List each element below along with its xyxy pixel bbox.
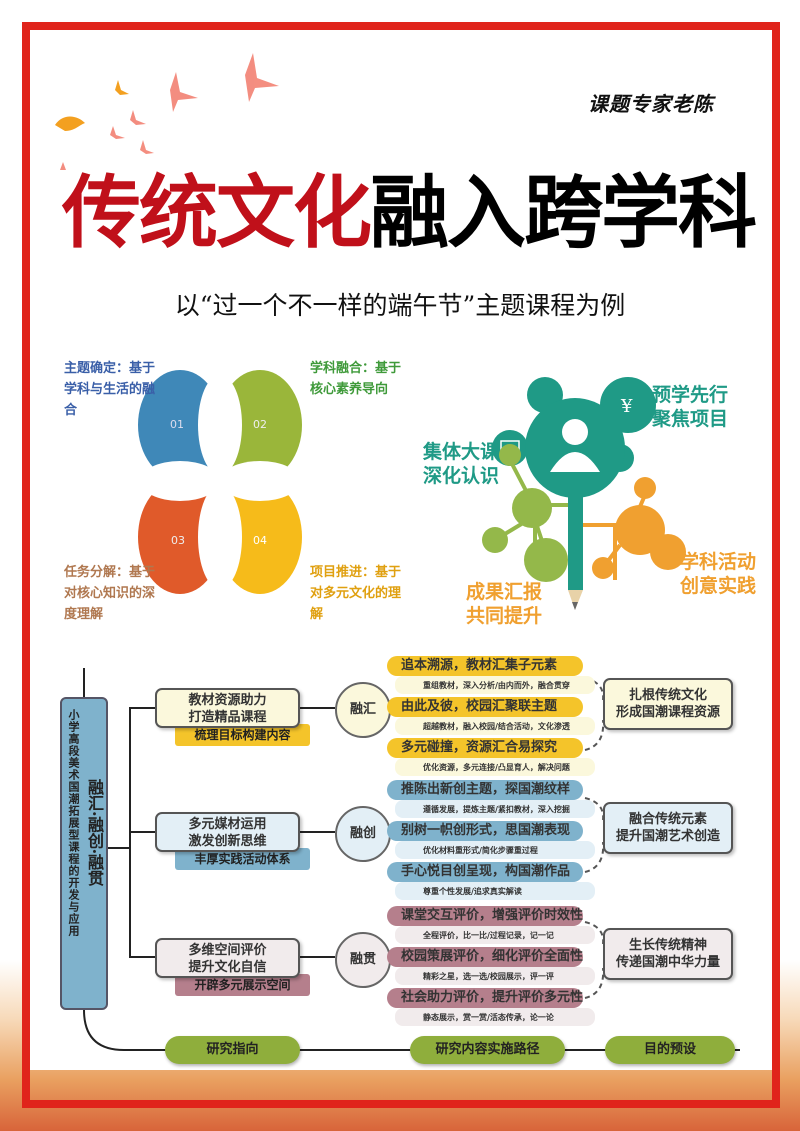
box-line: 激发创新思维	[188, 834, 267, 849]
petal-02	[218, 370, 302, 480]
label-line: 聚焦项目	[652, 408, 729, 430]
goal-line: 提升国潮艺术创造	[615, 829, 720, 844]
item-detail: 优化资源，多元连接/凸显育人，解决问题	[395, 758, 595, 776]
petal-03	[138, 480, 222, 594]
label-line: 集体大课	[423, 441, 500, 463]
goal-box: 融合传统元素提升国潮艺术创造	[603, 802, 733, 854]
branch-box: 多元媒材运用激发创新思维	[155, 812, 300, 852]
branch-tag: 丰厚实践活动体系	[175, 848, 310, 870]
item-title: 追本溯源，教材汇集子元素	[387, 656, 583, 676]
item-title: 多元碰撞，资源汇合易探究	[387, 738, 583, 758]
red-frame	[22, 22, 780, 1108]
goal-box: 生长传统精神传递国潮中华力量	[603, 928, 733, 980]
goal-line: 融合传统元素	[628, 812, 707, 827]
tree-label-bottom-left: 成果汇报共同提升	[466, 580, 542, 628]
root-title: 小学高段美术国潮拓展型课程的开发与应用	[67, 709, 80, 937]
flow-root-box: 小学高段美术国潮拓展型课程的开发与应用 融汇·融创·融贯	[60, 697, 108, 1010]
title-black-part: 融入跨学科	[370, 167, 757, 259]
petal-label: 学科融合：基于核心素养导向	[310, 361, 402, 397]
branch-circle: 融贯	[335, 932, 391, 988]
box-line: 多维空间评价	[188, 943, 267, 958]
globe-icon	[615, 505, 665, 555]
box-line: 提升文化自信	[188, 960, 267, 975]
label-line: 预学先行	[652, 384, 729, 406]
petal-label: 任务分解：基于对核心知识的深度理解	[64, 565, 156, 622]
svg-text:¥: ¥	[620, 396, 633, 417]
item-title: 课堂交互评价，增强评价时效性	[387, 906, 583, 926]
tree-label-top-right: 预学先行聚焦项目	[652, 383, 728, 431]
petal-04	[218, 480, 302, 594]
four-petal-diagram	[138, 370, 302, 594]
petal-label: 主题确定：基于学科与生活的融合	[64, 361, 156, 418]
person-icon	[525, 398, 625, 498]
branch-circle: 融汇	[335, 682, 391, 738]
item-detail: 重组教材，深入分析/由内而外，融合贯穿	[395, 676, 595, 694]
bottom-pill-research-direction: 研究指向	[165, 1036, 300, 1064]
label-line: 成果汇报	[466, 581, 543, 603]
pencil-tree-diagram: ¥	[482, 377, 686, 610]
title-red-part: 传统文化	[62, 167, 372, 259]
item-detail: 超越教材，融入校园/结合活动，文化渗透	[395, 717, 595, 735]
tree-label-bottom-right: 学科活动创意实践	[680, 550, 756, 598]
goal-box: 扎根传统文化形成国潮课程资源	[603, 678, 733, 730]
page-title: 传统文化融入跨学科	[62, 148, 757, 263]
item-title: 由此及彼，校园汇聚联主题	[387, 697, 583, 717]
item-detail: 精彩之星，选一选/校园展示，评一评	[395, 967, 595, 985]
bottom-pill-goal: 目的预设	[605, 1036, 735, 1064]
bottom-pill-implementation-path: 研究内容实施路径	[410, 1036, 565, 1064]
item-detail: 优化材料重形式/简化步骤重过程	[395, 841, 595, 859]
item-title: 手心悦目创呈现，构国潮作品	[387, 862, 583, 882]
item-detail: 遵循发展，提炼主题/紧扣教材，深入挖掘	[395, 800, 595, 818]
tv-icon	[650, 534, 686, 570]
page-subtitle: 以“过一个不一样的端午节”主题课程为例	[174, 291, 626, 320]
root-subtitle: 融汇·融创·融贯	[85, 779, 104, 887]
item-title: 社会助力评价，提升评价多元性	[387, 988, 583, 1008]
petal-label: 项目推进：基于对多元文化的理解	[310, 565, 402, 622]
item-title: 别树一帜创形式，思国潮表现	[387, 821, 583, 841]
goal-line: 传递国潮中华力量	[615, 955, 720, 970]
binoculars-icon	[524, 538, 568, 582]
goal-line: 扎根传统文化	[628, 688, 707, 703]
label-line: 共同提升	[466, 605, 543, 627]
item-detail: 静态展示，赏一赏/活态传承，论一论	[395, 1008, 595, 1026]
label-line: 学科活动	[680, 551, 757, 573]
flying-birds-decoration	[55, 53, 279, 170]
branch-box: 多维空间评价提升文化自信	[155, 938, 300, 978]
petal-01	[138, 370, 222, 480]
box-line: 多元媒材运用	[188, 817, 267, 832]
branch-circle: 融创	[335, 806, 391, 862]
petal-number: 01	[170, 418, 184, 431]
item-title: 推陈出新创主题，探国潮纹样	[387, 780, 583, 800]
author-label: 课题专家老陈	[588, 92, 714, 116]
goal-line: 生长传统精神	[628, 938, 707, 953]
item-detail: 尊重个性发展/追求真实解读	[395, 882, 595, 900]
petal-number: 02	[253, 418, 267, 431]
label-line: 创意实践	[680, 575, 757, 597]
item-detail: 全程评价，比一比/过程记录，记一记	[395, 926, 595, 944]
label-line: 深化认识	[423, 465, 500, 487]
goal-line: 形成国潮课程资源	[615, 705, 720, 720]
branch-box: 教材资源助力打造精品课程	[155, 688, 300, 728]
petal-number: 03	[171, 534, 185, 547]
branch-tag: 开辟多元展示空间	[175, 974, 310, 996]
petal-number: 04	[253, 534, 267, 547]
tree-label-left: 集体大课深化认识	[423, 440, 499, 488]
box-line: 打造精品课程	[188, 710, 267, 725]
branch-tag: 梳理目标构建内容	[175, 724, 310, 746]
item-title: 校园策展评价，细化评价全面性	[387, 947, 583, 967]
box-line: 教材资源助力	[188, 693, 267, 708]
